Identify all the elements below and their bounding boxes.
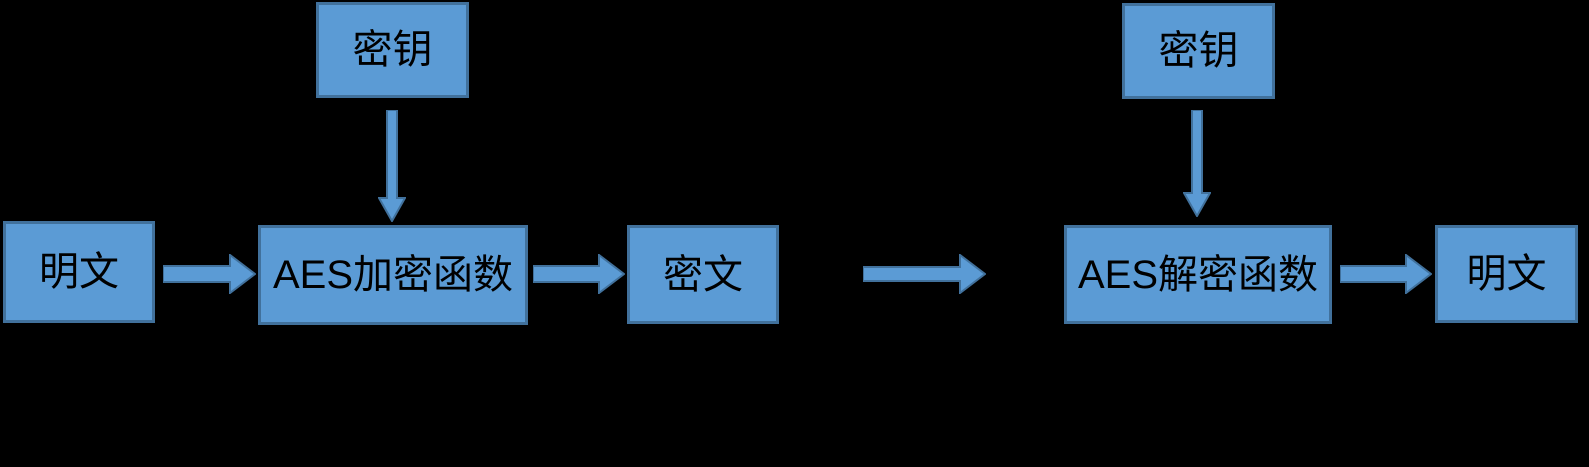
node-key-right: 密钥 [1122, 3, 1275, 99]
node-plaintext-left-label: 明文 [39, 250, 119, 294]
node-ciphertext-label: 密文 [663, 252, 743, 297]
node-aes-encrypt-function: AES加密函数 [258, 225, 528, 325]
arrow-down-icon [378, 110, 406, 222]
node-plaintext-right-label: 明文 [1466, 252, 1547, 296]
arrow-right-icon [163, 254, 256, 294]
node-plaintext-left: 明文 [3, 221, 155, 323]
node-aes-encrypt-label: AES加密函数 [272, 253, 514, 297]
arrow-right-icon [863, 254, 986, 294]
node-key-left-label: 密钥 [352, 28, 433, 72]
node-aes-decrypt-function: AES解密函数 [1064, 225, 1332, 324]
node-plaintext-right: 明文 [1435, 225, 1578, 323]
arrow-down-icon [1183, 110, 1211, 217]
node-key-right-label: 密钥 [1158, 29, 1239, 73]
arrow-right-icon [1340, 254, 1432, 294]
node-aes-decrypt-label: AES解密函数 [1077, 252, 1319, 297]
node-ciphertext: 密文 [627, 225, 779, 324]
node-key-left: 密钥 [316, 2, 469, 98]
arrow-right-icon [533, 254, 625, 294]
